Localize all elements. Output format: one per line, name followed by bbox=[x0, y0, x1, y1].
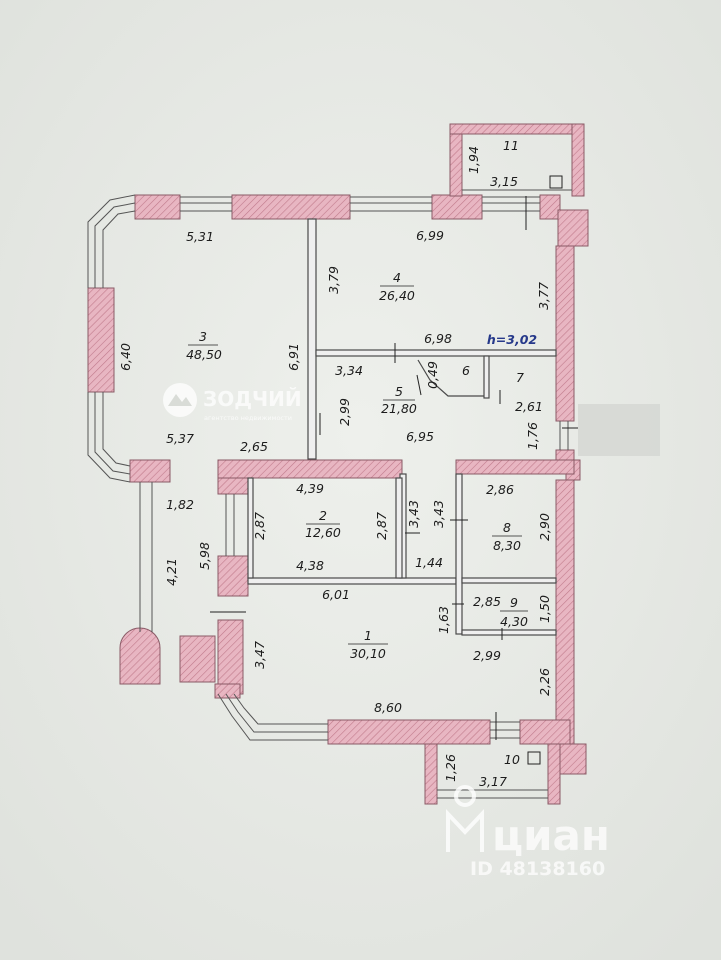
dim: 3,17 bbox=[479, 774, 507, 789]
room-6-number: 6 bbox=[462, 363, 470, 378]
dim: 2,99 bbox=[337, 398, 352, 426]
dim: 2,26 bbox=[537, 668, 552, 696]
room-10-number: 10 bbox=[504, 752, 520, 767]
room-5-area: 21,80 bbox=[381, 401, 417, 416]
room-8-area: 8,30 bbox=[493, 538, 521, 553]
dim: 2,86 bbox=[486, 482, 514, 497]
room-3-area: 48,50 bbox=[186, 347, 222, 362]
redacted-box bbox=[578, 404, 660, 456]
dim: 1,26 bbox=[443, 754, 458, 782]
dim: 2,90 bbox=[537, 513, 552, 541]
dim: 6,91 bbox=[286, 343, 301, 371]
agency-name: ЗОДЧИЙ bbox=[203, 387, 302, 411]
room-4-area: 26,40 bbox=[379, 288, 415, 303]
dim: 6,98 bbox=[424, 331, 452, 346]
dim: 3,43 bbox=[406, 500, 421, 528]
cian-logo-icon bbox=[446, 785, 484, 852]
room-4-number: 4 bbox=[393, 270, 401, 285]
room-labels: 3 48,50 4 26,40 5 21,80 6 7 2 12,60 8 8,… bbox=[186, 138, 528, 767]
agency-watermark: ЗОДЧИЙ агентство недвижимости bbox=[163, 383, 302, 422]
dim: 3,34 bbox=[335, 363, 363, 378]
dim: 2,87 bbox=[252, 512, 267, 540]
walls bbox=[87, 123, 589, 805]
door-ticks bbox=[210, 196, 578, 740]
dim: 2,61 bbox=[515, 399, 543, 414]
dim: 3,15 bbox=[490, 174, 518, 189]
balcony-10-marker bbox=[527, 751, 541, 765]
dim: 4,38 bbox=[296, 558, 324, 573]
dim: 1,82 bbox=[166, 497, 194, 512]
dim: 2,99 bbox=[473, 648, 501, 663]
room-5-number: 5 bbox=[395, 384, 403, 399]
dim: 3,79 bbox=[326, 266, 341, 294]
dim: 6,95 bbox=[406, 429, 434, 444]
dim: 3,43 bbox=[431, 500, 446, 528]
dim: 2,85 bbox=[473, 594, 501, 609]
dim: 1,76 bbox=[525, 422, 540, 450]
room-2-number: 2 bbox=[319, 508, 327, 523]
dim: 1,63 bbox=[436, 606, 451, 634]
dim: 2,87 bbox=[374, 512, 389, 540]
dim: 3,47 bbox=[252, 641, 267, 669]
dim: 4,21 bbox=[164, 558, 179, 586]
dim: 6,01 bbox=[322, 587, 350, 602]
partitions bbox=[247, 218, 557, 636]
ceiling-height: h=3,02 bbox=[487, 332, 537, 347]
room-9-area: 4,30 bbox=[500, 614, 528, 629]
room-9-number: 9 bbox=[510, 595, 518, 610]
dim: 5,37 bbox=[166, 431, 194, 446]
room-8-number: 8 bbox=[503, 520, 511, 535]
room-1-area: 30,10 bbox=[350, 646, 386, 661]
dim: 0,49 bbox=[425, 361, 440, 389]
dim: 1,44 bbox=[415, 555, 443, 570]
room-3-number: 3 bbox=[199, 329, 207, 344]
room-7-number: 7 bbox=[516, 370, 524, 385]
cian-watermark: циан ID 48138160 bbox=[446, 785, 610, 880]
dim: 5,31 bbox=[186, 229, 214, 244]
dim: 1,50 bbox=[537, 595, 552, 623]
cian-site: циан bbox=[492, 811, 610, 860]
window-frames bbox=[87, 189, 572, 799]
dim: 1,94 bbox=[466, 146, 481, 174]
room-2-area: 12,60 bbox=[305, 525, 341, 540]
room-1-number: 1 bbox=[364, 628, 372, 643]
dim: 2,65 bbox=[240, 439, 268, 454]
dim: 5,98 bbox=[197, 542, 212, 570]
balcony-11-marker bbox=[549, 175, 563, 189]
listing-id: ID 48138160 bbox=[470, 858, 605, 880]
dim: 6,40 bbox=[118, 343, 133, 371]
room-11-number: 11 bbox=[503, 138, 519, 153]
dim: 3,77 bbox=[536, 282, 551, 310]
dim: 4,39 bbox=[296, 481, 324, 496]
dim: 8,60 bbox=[374, 700, 402, 715]
dim: 6,99 bbox=[416, 228, 444, 243]
dimension-labels: 5,31 6,99 3,79 3,77 6,40 6,91 6,98 3,34 … bbox=[118, 146, 552, 789]
agency-subtitle: агентство недвижимости bbox=[204, 414, 292, 422]
